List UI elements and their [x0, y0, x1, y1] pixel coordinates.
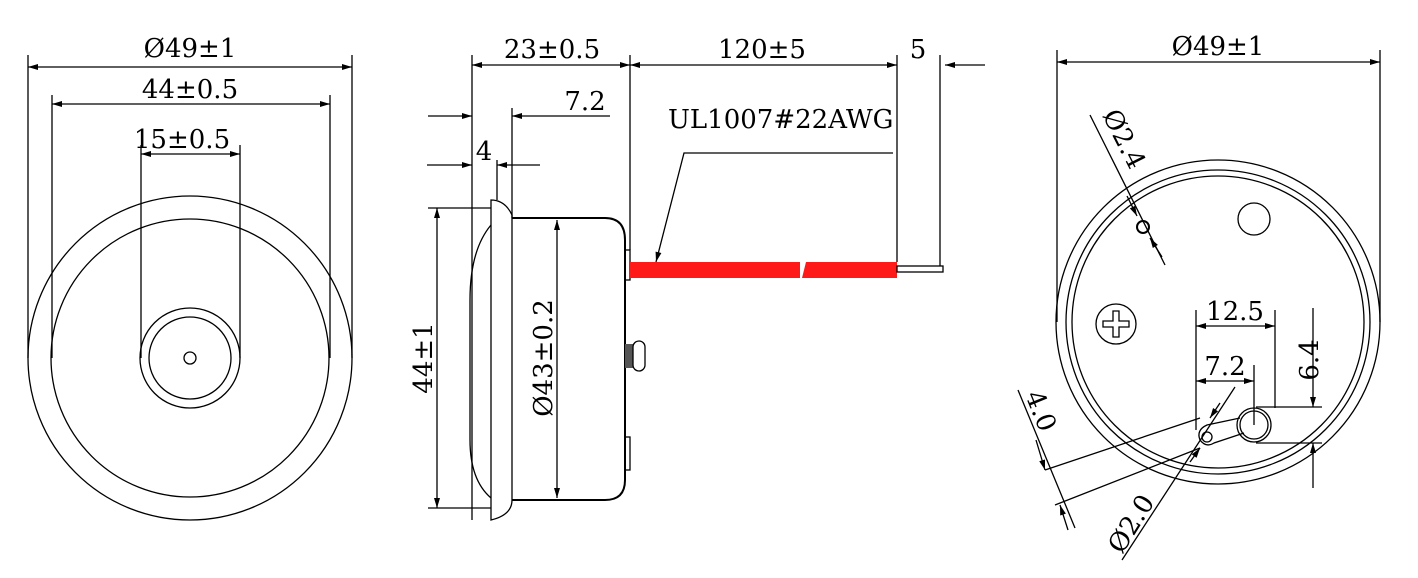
dim-tab-hole: Ø2.0: [1102, 490, 1161, 559]
screw-thread: [625, 344, 633, 368]
wire-label: UL1007#22AWG: [668, 105, 893, 135]
phillips-cross: [1102, 310, 1130, 338]
diaphragm-curve: [469, 224, 492, 499]
inner-rim: [50, 218, 330, 498]
dim-terminal-offset: 7.2: [1204, 352, 1245, 382]
center-hole: [183, 351, 197, 365]
flange: [490, 199, 513, 521]
screw-head: [632, 340, 646, 372]
wire-segment-2: [802, 262, 897, 278]
sound-hole: [1237, 202, 1271, 236]
stripped-wire-end: [896, 265, 944, 273]
terminal-tab-hole: [1201, 431, 1213, 443]
dim-mid-diameter: 44±0.5: [142, 75, 238, 105]
mounting-hole-small: [1136, 220, 1150, 234]
dim-hole-diameter: Ø2.4: [1096, 105, 1151, 174]
dim-terminal-vertical: 6.4: [1295, 339, 1325, 380]
dim-center-diameter: 15±0.5: [134, 125, 230, 155]
wire-segment-1: [630, 262, 800, 278]
center-ring: [139, 307, 241, 409]
front-view: Ø49±1 44±0.5 15±0.5: [27, 34, 353, 521]
screw-head-icon: [1095, 303, 1137, 345]
dim-depth: 23±0.5: [504, 35, 600, 65]
dim-strip-length: 5: [910, 35, 927, 65]
dim-outer-diameter: Ø49±1: [144, 34, 237, 64]
bottom-tab: [624, 436, 631, 471]
dim-wire-length: 120±5: [718, 35, 806, 65]
back-dim-outer-diameter: Ø49±1: [1172, 32, 1265, 62]
dim-terminal-spacing: 12.5: [1206, 297, 1264, 327]
back-view: Ø49±1 Ø2.4 12.5 7.2 6.4 4.0 Ø2.0: [1017, 32, 1381, 561]
center-ring-inner: [148, 316, 232, 400]
dim-height: 44±1: [409, 322, 439, 393]
dim-flange-thickness: 4: [476, 137, 493, 167]
outer-rim: [27, 195, 353, 521]
dim-tab-width: 4.0: [1019, 386, 1062, 436]
dim-flange-offset: 7.2: [564, 87, 605, 117]
side-view: 23±0.5 120±5 5 7.2 4 44±1 Ø43±0.2 UL1007…: [409, 35, 985, 521]
dim-body-diameter: Ø43±0.2: [529, 299, 559, 417]
wire-leader: [655, 152, 893, 263]
